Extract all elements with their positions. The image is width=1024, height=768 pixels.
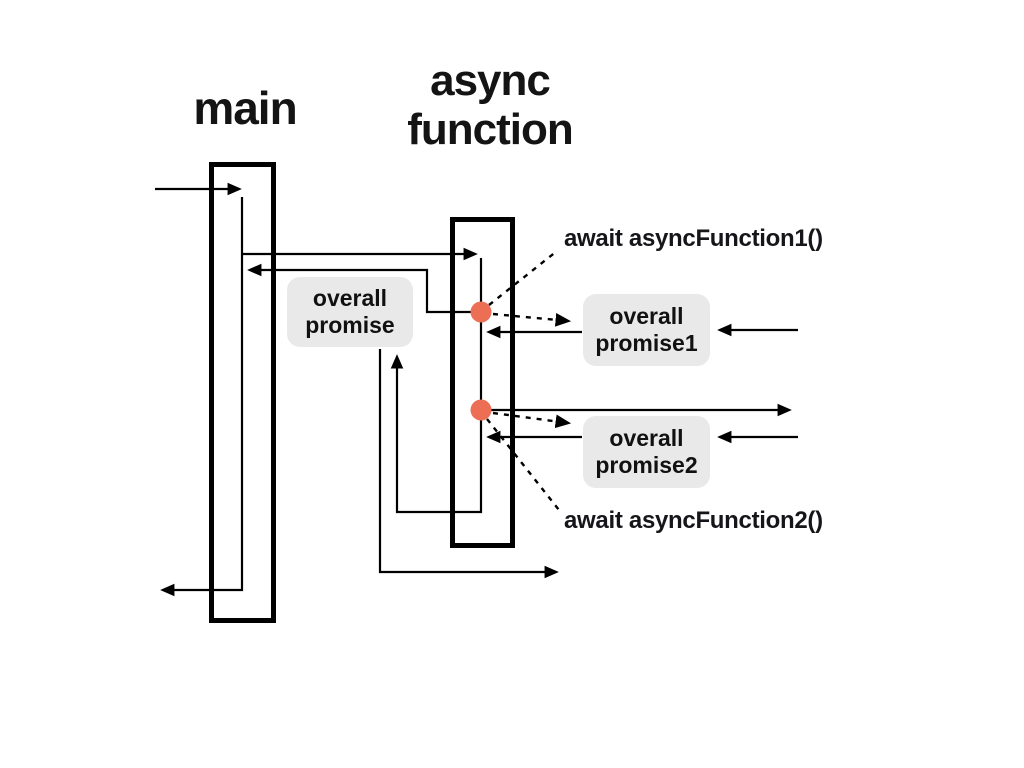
await2-to-promise2-dashed-arrow (492, 411, 572, 429)
await2-leader-line (486, 418, 560, 511)
await-point-1 (470, 301, 492, 323)
lifeline-title-async-function: async function (407, 56, 574, 154)
overall-promise1-box: overall promise1 (583, 294, 710, 366)
overall-promise-out-arrow (378, 349, 559, 579)
return-overall-promise-arrow (247, 263, 481, 314)
overall-promise-box: overall promise (287, 277, 413, 347)
await-asyncfunction2-annotation: await asyncFunction2() (564, 507, 823, 534)
await1-to-promise1-dashed-arrow (492, 312, 572, 327)
async-activation-bar (450, 217, 515, 548)
lifeline-title-main: main (193, 82, 297, 134)
async-execution-to-overall-promise-arrow (390, 258, 483, 514)
await1-leader-line (488, 250, 558, 306)
main-execution-return-arrow (160, 197, 244, 597)
await-asyncfunction1-annotation: await asyncFunction1() (564, 225, 823, 252)
overall-promise2-box: overall promise2 (583, 416, 710, 488)
await-point-2 (470, 399, 492, 421)
